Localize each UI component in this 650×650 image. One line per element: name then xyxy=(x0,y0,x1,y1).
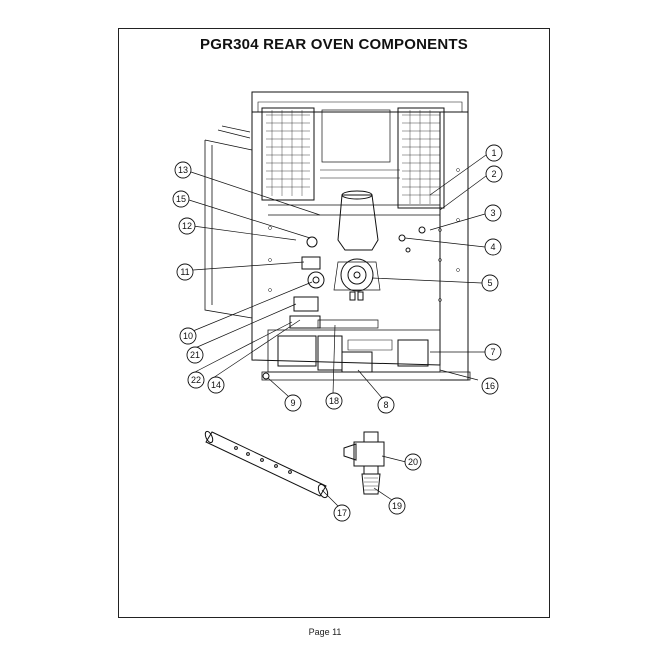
svg-text:19: 19 xyxy=(392,501,402,511)
burner-tube xyxy=(204,430,329,499)
callout-5: 5 xyxy=(481,274,499,292)
left-heat-box xyxy=(261,107,315,201)
svg-text:17: 17 xyxy=(337,508,347,518)
svg-text:8: 8 xyxy=(383,400,388,410)
callout-11: 11 xyxy=(176,263,194,281)
svg-text:16: 16 xyxy=(485,381,495,391)
svg-text:13: 13 xyxy=(178,165,188,175)
callout-12: 12 xyxy=(178,217,196,235)
gas-valve-assembly xyxy=(343,431,385,495)
callout-2: 2 xyxy=(485,165,503,183)
svg-text:11: 11 xyxy=(180,267,189,277)
callout-15: 15 xyxy=(172,190,190,208)
callout-17: 17 xyxy=(333,504,351,522)
callout-10: 10 xyxy=(179,327,197,345)
svg-text:15: 15 xyxy=(176,194,186,204)
callout-3: 3 xyxy=(484,204,502,222)
svg-text:14: 14 xyxy=(211,380,221,390)
flue-funnel xyxy=(337,194,379,251)
callout-20: 20 xyxy=(404,453,422,471)
callout-13: 13 xyxy=(174,161,192,179)
callout-22: 22 xyxy=(187,371,205,389)
callout-21: 21 xyxy=(186,346,204,364)
svg-text:3: 3 xyxy=(490,208,495,218)
callout-7: 7 xyxy=(484,343,502,361)
callout-18: 18 xyxy=(325,392,343,410)
right-heat-box xyxy=(397,107,445,209)
page-footer: Page 11 xyxy=(308,627,342,637)
page-title: PGR304 REAR OVEN COMPONENTS xyxy=(200,36,468,53)
callout-8: 8 xyxy=(377,396,395,414)
svg-text:5: 5 xyxy=(487,278,492,288)
svg-text:9: 9 xyxy=(290,398,295,408)
callout-19: 19 xyxy=(388,497,406,515)
page-border xyxy=(118,28,550,618)
svg-text:10: 10 xyxy=(183,331,193,341)
callout-4: 4 xyxy=(484,238,502,256)
blower-motor xyxy=(333,258,381,301)
callout-1: 1 xyxy=(485,144,503,162)
svg-text:18: 18 xyxy=(329,396,339,406)
callout-9: 9 xyxy=(284,394,302,412)
svg-text:4: 4 xyxy=(490,242,495,252)
svg-text:20: 20 xyxy=(408,457,418,467)
svg-text:7: 7 xyxy=(490,347,495,357)
svg-text:21: 21 xyxy=(190,350,200,360)
cabinet-body xyxy=(251,112,441,366)
svg-text:2: 2 xyxy=(491,169,496,179)
callout-16: 16 xyxy=(481,377,499,395)
svg-text:1: 1 xyxy=(491,148,496,158)
svg-text:12: 12 xyxy=(182,221,192,231)
svg-text:22: 22 xyxy=(191,375,201,385)
left-side-panel xyxy=(204,139,253,319)
callout-14: 14 xyxy=(207,376,225,394)
